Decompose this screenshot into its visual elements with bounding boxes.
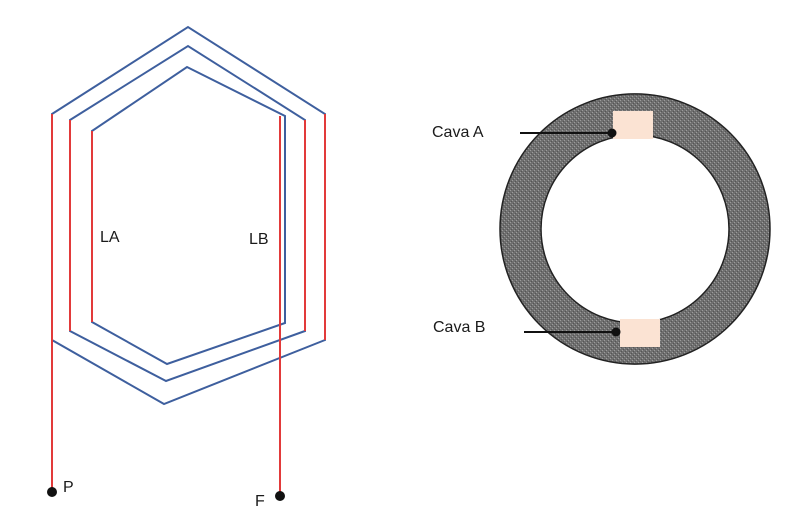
- slot-pointers: [520, 128, 621, 337]
- slot-b-pointer-dot: [611, 327, 621, 337]
- winding-conductors: [51, 114, 326, 496]
- stator-ring-body: [499, 93, 771, 365]
- slot-a: [613, 111, 653, 139]
- slot-a-label: Cava A: [432, 124, 484, 141]
- stator-ring: [499, 93, 771, 365]
- slot-a-pointer-dot: [607, 128, 617, 138]
- terminal-end-label: F: [255, 493, 265, 510]
- terminal-start-label: P: [63, 479, 74, 496]
- terminal-start-dot: [47, 487, 57, 497]
- coil-outline-inner: [91, 65, 286, 366]
- coil-label-b: LB: [249, 231, 269, 248]
- slot-b: [620, 319, 660, 347]
- coil-outline-middle: [69, 44, 306, 383]
- terminal-end-dot: [275, 491, 285, 501]
- coil-label-a: LA: [100, 229, 120, 246]
- slot-b-label: Cava B: [433, 319, 485, 336]
